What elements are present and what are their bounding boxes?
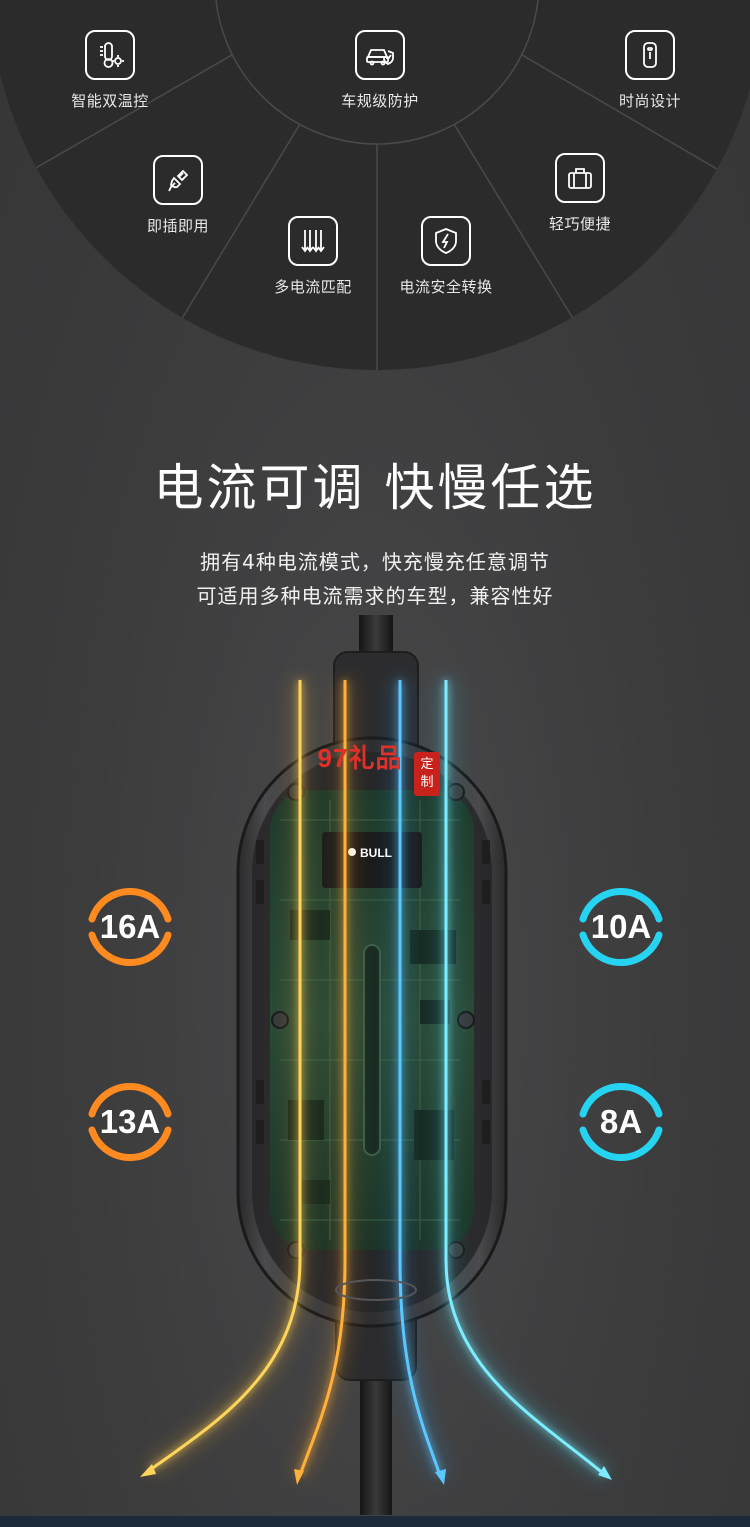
subline-2: 可适用多种电流需求的车型，兼容性好 xyxy=(196,584,554,608)
feature-label: 智能双温控 xyxy=(71,92,149,110)
briefcase-icon xyxy=(555,153,605,203)
brand-chip-label: BULL xyxy=(360,846,392,860)
watermark-text: 97礼品 xyxy=(317,742,403,773)
amp-ring xyxy=(579,887,663,967)
feature-label: 电流安全转换 xyxy=(399,278,493,296)
feature-smart-temp: 智能双温控 xyxy=(45,30,175,111)
seal-char: 制 xyxy=(420,775,434,790)
feature-auto-grade: 车规级防护 xyxy=(315,30,445,111)
amp-badge-10a: 10A xyxy=(571,877,671,977)
amp-ring xyxy=(579,1082,663,1162)
current-arrows-icon xyxy=(288,216,338,266)
lightning-shield-icon xyxy=(421,216,471,266)
bottom-bar xyxy=(0,1516,750,1527)
feature-label: 多电流匹配 xyxy=(274,278,352,296)
feature-label: 时尚设计 xyxy=(618,92,681,110)
amp-label: 16A xyxy=(99,908,161,945)
watermark: 97礼品 xyxy=(312,738,408,774)
feature-plug-and-play: 即插即用 xyxy=(113,155,243,236)
feature-label: 轻巧便捷 xyxy=(548,215,611,233)
plug-icon xyxy=(153,155,203,205)
custom-seal: 定 制 xyxy=(414,752,440,796)
amp-ring xyxy=(88,1082,172,1162)
thermometer-icon xyxy=(85,30,135,80)
car-shield-icon xyxy=(355,30,405,80)
feature-wheel xyxy=(0,0,750,370)
amp-label: 10A xyxy=(590,908,652,945)
amp-label: 13A xyxy=(99,1103,161,1140)
amp-label: 8A xyxy=(599,1103,643,1140)
subline-1: 拥有4种电流模式，快充慢充任意调节 xyxy=(200,550,550,574)
feature-label: 车规级防护 xyxy=(341,92,419,110)
feature-lightweight: 轻巧便捷 xyxy=(515,153,645,234)
feature-safe-conversion: 电流安全转换 xyxy=(381,216,511,297)
amp-badge-8a: 8A xyxy=(571,1072,671,1172)
amp-ring xyxy=(88,887,172,967)
amp-badge-16a: 16A xyxy=(80,877,180,977)
feature-label: 即插即用 xyxy=(146,217,209,235)
headline: 电流可调 快慢任选 xyxy=(153,459,597,517)
phone-design-icon xyxy=(625,30,675,80)
amp-badge-13a: 13A xyxy=(80,1072,180,1172)
seal-char: 定 xyxy=(420,757,434,772)
feature-multi-current: 多电流匹配 xyxy=(248,216,378,297)
feature-fashion-design: 时尚设计 xyxy=(585,30,715,111)
charger-illustration: BULL xyxy=(140,615,612,1515)
